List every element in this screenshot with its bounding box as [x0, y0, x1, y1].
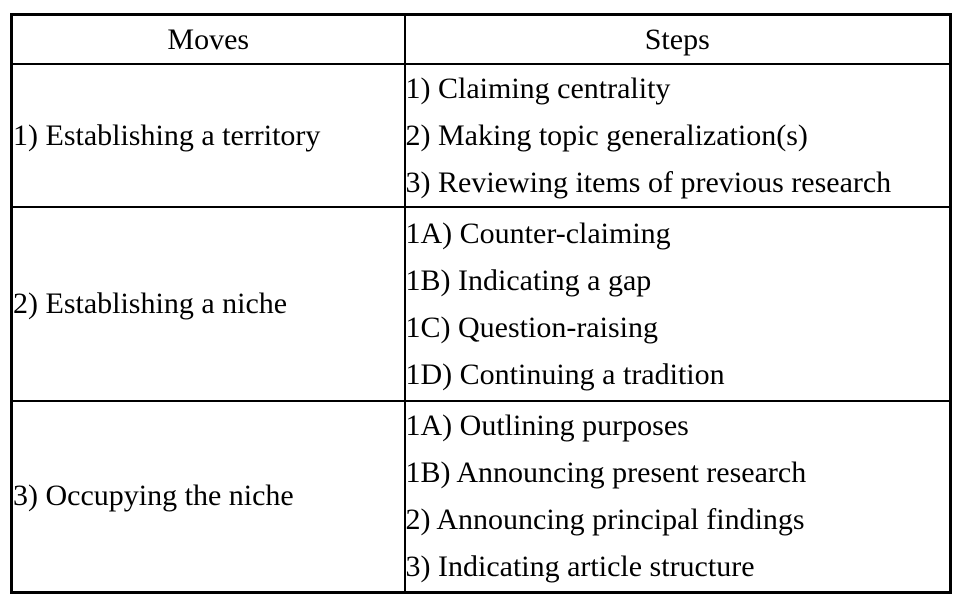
steps-cell: 1) Claiming centrality 2) Making topic g… — [403, 63, 952, 208]
move-label: 1) Establishing a territory — [10, 63, 406, 208]
table-header-row: Moves Steps — [10, 13, 952, 65]
step-item: 1B) Announcing present research — [405, 456, 807, 490]
step-item: 1B) Indicating a gap — [405, 264, 652, 297]
table-row-occupying-niche: 3) Occupying the niche 1A) Outlining pur… — [10, 400, 952, 593]
column-header-steps: Steps — [403, 13, 952, 65]
step-item: 3) Indicating article structure — [405, 550, 755, 584]
move-label: 3) Occupying the niche — [10, 400, 406, 593]
step-item: 1C) Question-raising — [405, 311, 658, 344]
moves-steps-table: Moves Steps 1) Establishing a territory … — [10, 13, 952, 594]
column-header-moves: Moves — [10, 13, 406, 65]
table-row-establishing-territory: 1) Establishing a territory 1) Claiming … — [10, 63, 952, 208]
step-item: 2) Announcing principal findings — [405, 503, 805, 537]
step-item: 1) Claiming centrality — [405, 72, 671, 105]
steps-cell: 1A) Outlining purposes 1B) Announcing pr… — [403, 400, 952, 593]
steps-cell: 1A) Counter-claiming 1B) Indicating a ga… — [403, 206, 952, 402]
step-item: 1A) Counter-claiming — [405, 217, 671, 250]
step-item: 2) Making topic generalization(s) — [405, 119, 808, 152]
step-item: 3) Reviewing items of previous research — [405, 166, 892, 199]
move-label: 2) Establishing a niche — [10, 206, 406, 402]
step-item: 1A) Outlining purposes — [405, 409, 689, 443]
table-row-establishing-niche: 2) Establishing a niche 1A) Counter-clai… — [10, 206, 952, 402]
step-item: 1D) Continuing a tradition — [405, 358, 725, 391]
